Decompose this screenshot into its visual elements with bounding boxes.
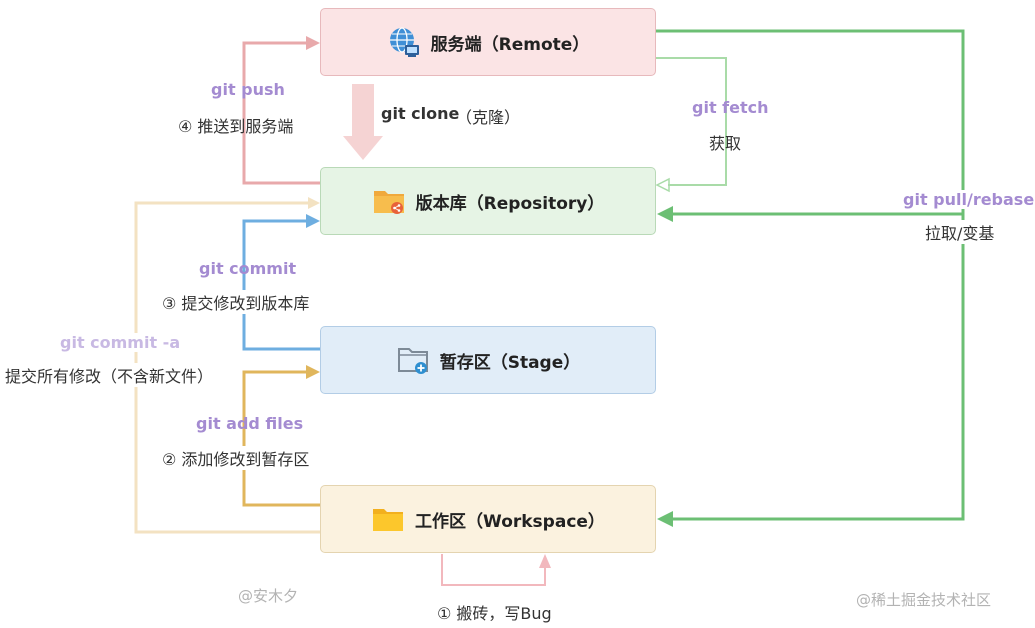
fetch-description-label: 获取: [709, 134, 742, 153]
arrowhead-commit: [306, 214, 320, 228]
add-description-label: ② 添加修改到暂存区: [162, 446, 310, 470]
arrow-work-loop: [441, 554, 546, 586]
site-watermark: @稀土掘金技术社区: [856, 591, 992, 609]
repository-label: 版本库（Repository）: [415, 193, 605, 214]
folder-share-icon: [373, 191, 404, 214]
stage-label: 暂存区（Stage）: [439, 352, 581, 373]
commit-all-command-label: git commit -a: [60, 333, 181, 352]
arrow-commit: [242, 219, 320, 351]
arrowhead-push: [306, 36, 320, 50]
arrow-pull: [656, 29, 965, 521]
pull-command-label: git pull/rebase: [903, 190, 1035, 209]
push-description-label: ④ 推送到服务端: [178, 117, 294, 136]
folder-icon: [373, 509, 404, 531]
author-watermark: @安木夕: [238, 587, 299, 605]
workspace-node: 工作区（Workspace）: [320, 485, 656, 553]
arrow-push: [242, 41, 320, 185]
arrowhead-pull-workspace: [657, 511, 673, 527]
fetch-command-label: git fetch: [692, 98, 769, 117]
arrow-clone-shaft: [352, 84, 374, 136]
work-description-label: ① 搬砖，写Bug: [437, 604, 552, 623]
add-command-label: git add files: [196, 414, 304, 433]
pull-description-label: 拉取/变基: [925, 220, 995, 244]
arrowhead-pull-repo: [657, 206, 673, 222]
remote-node: 服务端（Remote）: [320, 8, 656, 76]
arrowhead-fetch: [655, 177, 670, 193]
push-command-label: git push: [211, 80, 285, 99]
arrow-add: [242, 370, 320, 507]
clone-command-label: git clone: [381, 104, 460, 123]
commit-all-description-label: 提交所有修改（不含新文件）: [5, 363, 214, 387]
repository-node: 版本库（Repository）: [320, 167, 656, 235]
stage-node: 暂存区（Stage）: [320, 326, 656, 394]
arrowhead-work-loop: [539, 554, 551, 568]
commit-command-label: git commit: [199, 259, 297, 278]
arrowhead-add: [306, 365, 320, 379]
workspace-label: 工作区（Workspace）: [415, 511, 605, 532]
arrow-fetch: [656, 57, 727, 186]
remote-label: 服务端（Remote）: [430, 34, 590, 55]
arrowhead-commit-all: [308, 197, 320, 209]
commit-description-label: ③ 提交修改到版本库: [162, 290, 310, 314]
arrowhead-clone: [343, 136, 383, 160]
globe-computer-icon: [389, 27, 419, 57]
folder-add-icon: [397, 348, 428, 374]
clone-description-label: （克隆）: [456, 108, 521, 127]
